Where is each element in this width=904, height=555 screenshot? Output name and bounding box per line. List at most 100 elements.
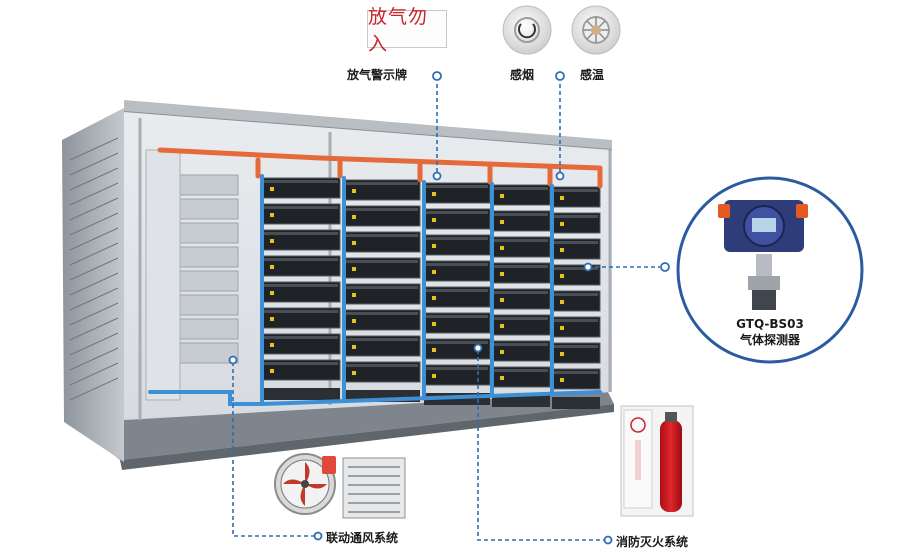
- battery-module-led: [352, 267, 356, 271]
- battery-module-trim: [426, 237, 488, 240]
- battery-module-led: [432, 348, 436, 352]
- battery-module-led: [270, 213, 274, 217]
- rack-base: [262, 388, 340, 400]
- battery-module-led: [500, 298, 504, 302]
- battery-module-led: [352, 371, 356, 375]
- battery-module-led: [500, 350, 504, 354]
- callout-lines: [232, 84, 660, 541]
- battery-module-led: [270, 369, 274, 373]
- battery-module-trim: [264, 336, 338, 339]
- heat-detector-icon: [571, 5, 621, 55]
- battery-module-led: [500, 376, 504, 380]
- battery-module-trim: [264, 180, 338, 183]
- axial-fan-icon: [274, 453, 336, 515]
- battery-module-led: [500, 194, 504, 198]
- battery-module-trim: [426, 341, 488, 344]
- battery-module-trim: [554, 345, 598, 348]
- battery-module-led: [560, 352, 564, 356]
- battery-module-trim: [426, 211, 488, 214]
- battery-module-led: [560, 274, 564, 278]
- rack-base: [492, 395, 550, 407]
- battery-module-trim: [554, 371, 598, 374]
- smoke-detector-icon: [502, 5, 552, 55]
- gas-detector-label: GTQ-BS03 气体探测器: [720, 316, 820, 348]
- battery-module-led: [560, 378, 564, 382]
- battery-module-trim: [494, 291, 548, 294]
- battery-module-led: [352, 319, 356, 323]
- battery-module-led: [500, 220, 504, 224]
- battery-module-trim: [554, 215, 598, 218]
- gas-detector-name: 气体探测器: [739, 333, 800, 347]
- battery-module-led: [560, 248, 564, 252]
- warning-sign-label: 放气警示牌: [347, 68, 408, 82]
- battery-module-trim: [264, 206, 338, 209]
- warning-sign: 放气勿入: [367, 6, 447, 55]
- battery-module-trim: [346, 338, 418, 341]
- battery-module-trim: [554, 241, 598, 244]
- smoke-detector-label: 感烟: [510, 68, 535, 82]
- battery-module-led: [270, 317, 274, 321]
- battery-module-trim: [346, 286, 418, 289]
- battery-module-trim: [494, 369, 548, 372]
- battery-module-trim: [426, 185, 488, 188]
- battery-module-led: [352, 293, 356, 297]
- battery-module-trim: [554, 293, 598, 296]
- battery-module-trim: [494, 265, 548, 268]
- battery-module-led: [270, 343, 274, 347]
- battery-module-trim: [346, 312, 418, 315]
- battery-module-trim: [554, 267, 598, 270]
- battery-module-trim: [264, 310, 338, 313]
- battery-module-led: [500, 272, 504, 276]
- battery-module-led: [432, 244, 436, 248]
- battery-module-trim: [264, 362, 338, 365]
- battery-module-led: [432, 374, 436, 378]
- battery-module-trim: [494, 343, 548, 346]
- battery-module-trim: [346, 260, 418, 263]
- battery-module-trim: [426, 367, 488, 370]
- battery-module-trim: [264, 232, 338, 235]
- gas-detector-callout: [676, 176, 864, 364]
- battery-module-led: [500, 246, 504, 250]
- rack-base: [552, 397, 600, 409]
- battery-module-trim: [264, 284, 338, 287]
- battery-module-trim: [346, 182, 418, 185]
- battery-module-led: [352, 345, 356, 349]
- battery-module-led: [560, 300, 564, 304]
- battery-module-trim: [494, 317, 548, 320]
- battery-module-led: [560, 222, 564, 226]
- battery-module-trim: [494, 187, 548, 190]
- battery-module-led: [352, 189, 356, 193]
- battery-module-trim: [494, 239, 548, 242]
- battery-module-led: [560, 326, 564, 330]
- battery-rack-grid: [261, 177, 601, 409]
- battery-module-trim: [426, 315, 488, 318]
- battery-module-trim: [346, 364, 418, 367]
- battery-module-trim: [426, 263, 488, 266]
- gas-detector-icon: [718, 200, 808, 310]
- battery-module-led: [432, 192, 436, 196]
- battery-module-trim: [426, 289, 488, 292]
- battery-module-trim: [346, 234, 418, 237]
- battery-module-led: [560, 196, 564, 200]
- battery-module-led: [270, 187, 274, 191]
- coolant-pipes: [148, 174, 602, 406]
- callout-dots: [228, 71, 670, 545]
- battery-module-led: [432, 296, 436, 300]
- heat-detector-label: 感温: [580, 68, 605, 82]
- battery-module-trim: [554, 189, 598, 192]
- battery-module-trim: [346, 208, 418, 211]
- battery-module-led: [500, 324, 504, 328]
- ventilation-label: 联动通风系统: [326, 531, 399, 545]
- battery-module-led: [270, 291, 274, 295]
- battery-module-led: [352, 241, 356, 245]
- battery-module-led: [432, 270, 436, 274]
- battery-module-led: [432, 218, 436, 222]
- battery-module-trim: [554, 319, 598, 322]
- gas-detector-model: GTQ-BS03: [736, 317, 804, 331]
- battery-module-led: [352, 215, 356, 219]
- fire-suppression-label: 消防灭火系统: [616, 535, 689, 549]
- battery-module-led: [270, 265, 274, 269]
- battery-module-led: [270, 239, 274, 243]
